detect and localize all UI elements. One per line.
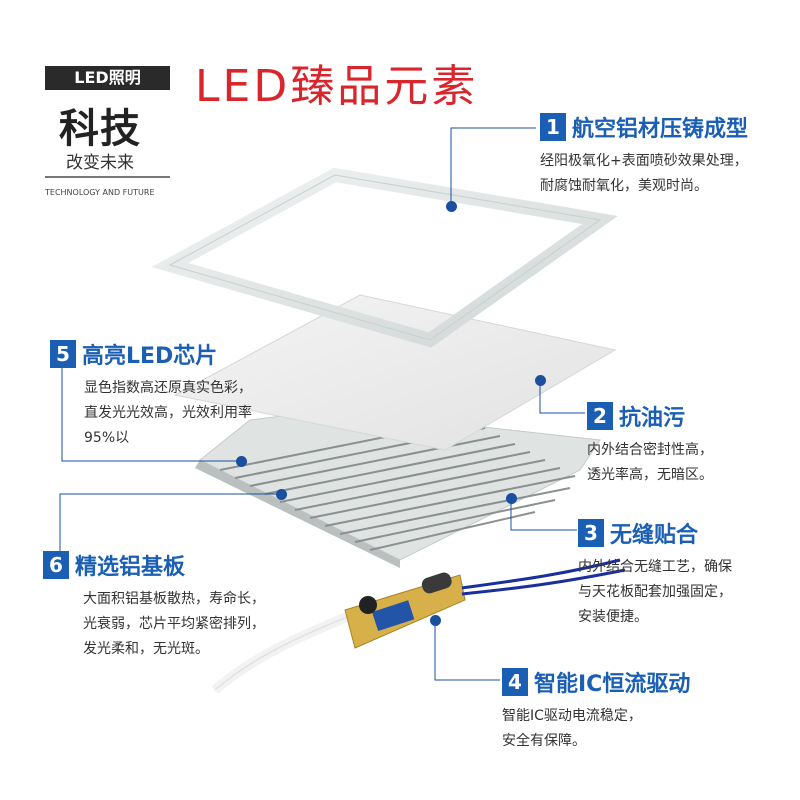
description-line: 安全有保障。 <box>502 733 586 749</box>
feature-4-number: 4 <box>502 668 528 696</box>
led-driver <box>211 558 626 694</box>
description-line: 光衰弱，芯片平均紧密排列， <box>83 616 265 632</box>
feature-1-description: 经阳极氧化+表面喷砂效果处理， 耐腐蚀耐氧化，美观时尚。 <box>540 149 748 199</box>
feature-5-number: 5 <box>50 340 76 368</box>
callout-dot-1 <box>446 201 457 212</box>
feature-2-title: 抗油污 <box>619 406 686 431</box>
aluminum-frame <box>151 167 618 348</box>
feature-5-description: 显色指数高还原真实色彩， 直发光光效高，光效利用率 95%以 <box>84 376 252 451</box>
description-line: 安装便捷。 <box>578 609 648 625</box>
feature-6-heading: 6 精选铝基板 <box>43 549 265 581</box>
description-line: 经阳极氧化+表面喷砂效果处理， <box>540 153 748 169</box>
feature-2-number: 2 <box>587 402 613 430</box>
feature-4-heading: 4 智能IC恒流驱动 <box>502 666 690 698</box>
feature-1-title: 航空铝材压铸成型 <box>572 117 749 142</box>
callout-dot-2 <box>535 375 546 386</box>
feature-1: 1 航空铝材压铸成型 经阳极氧化+表面喷砂效果处理， 耐腐蚀耐氧化，美观时尚。 <box>540 111 748 199</box>
feature-6: 6 精选铝基板 大面积铝基板散热，寿命长， 光衰弱，芯片平均紧密排列， 发光柔和… <box>43 549 265 662</box>
feature-2: 2 抗油污 内外结合密封性高， 透光率高，无暗区。 <box>587 400 713 488</box>
badge-english-text: TECHNOLOGY AND FUTURE <box>45 188 155 197</box>
description-line: 95%以 <box>84 430 130 446</box>
feature-1-number: 1 <box>540 113 566 141</box>
feature-6-number: 6 <box>43 551 69 579</box>
feature-4-title: 智能IC恒流驱动 <box>534 672 691 697</box>
feature-3-number: 3 <box>578 519 604 547</box>
diffuser-panel <box>173 294 617 451</box>
feature-3: 3 无缝贴合 内外结合无缝工艺，确保 与天花板配套加强固定， 安装便捷。 <box>578 517 732 630</box>
description-line: 显色指数高还原真实色彩， <box>84 380 252 396</box>
feature-6-description: 大面积铝基板散热，寿命长， 光衰弱，芯片平均紧密排列， 发光柔和，无光斑。 <box>83 587 265 662</box>
description-line: 与天花板配套加强固定， <box>578 584 732 600</box>
feature-1-heading: 1 航空铝材压铸成型 <box>540 111 748 143</box>
callout-dot-6 <box>276 489 287 500</box>
feature-3-heading: 3 无缝贴合 <box>578 517 732 549</box>
callout-dot-5 <box>236 456 247 467</box>
badge-divider <box>45 176 170 178</box>
callout-dot-4 <box>430 615 441 626</box>
feature-5: 5 高亮LED芯片 显色指数高还原真实色彩， 直发光光效高，光效利用率 95%以 <box>50 338 252 451</box>
page-title: LED臻品元素 <box>195 61 479 112</box>
feature-5-title: 高亮LED芯片 <box>82 344 218 369</box>
badge-top-label: LED照明 <box>45 66 170 90</box>
brand-badge: LED照明 科技 改变未来 TECHNOLOGY AND FUTURE <box>45 66 170 216</box>
feature-5-heading: 5 高亮LED芯片 <box>50 338 252 370</box>
description-line: 透光率高，无暗区。 <box>587 467 713 483</box>
feature-4: 4 智能IC恒流驱动 智能IC驱动电流稳定， 安全有保障。 <box>502 666 690 754</box>
description-line: 智能IC驱动电流稳定， <box>502 708 642 724</box>
feature-6-title: 精选铝基板 <box>75 555 186 580</box>
description-line: 发光柔和，无光斑。 <box>83 641 209 657</box>
callout-dot-3 <box>506 493 517 504</box>
description-line: 耐腐蚀耐氧化，美观时尚。 <box>540 178 708 194</box>
feature-2-description: 内外结合密封性高， 透光率高，无暗区。 <box>587 438 713 488</box>
feature-4-description: 智能IC驱动电流稳定， 安全有保障。 <box>502 704 690 754</box>
aluminum-led-board <box>195 409 601 568</box>
description-line: 直发光光效高，光效利用率 <box>84 405 252 421</box>
description-line: 大面积铝基板散热，寿命长， <box>83 591 265 607</box>
feature-3-description: 内外结合无缝工艺，确保 与天花板配套加强固定， 安装便捷。 <box>578 555 732 630</box>
description-line: 内外结合无缝工艺，确保 <box>578 559 732 575</box>
feature-2-heading: 2 抗油污 <box>587 400 713 432</box>
badge-main-text: 科技 <box>59 106 141 152</box>
description-line: 内外结合密封性高， <box>587 442 713 458</box>
badge-sub-text: 改变未来 <box>66 153 134 173</box>
feature-3-title: 无缝贴合 <box>610 523 699 548</box>
